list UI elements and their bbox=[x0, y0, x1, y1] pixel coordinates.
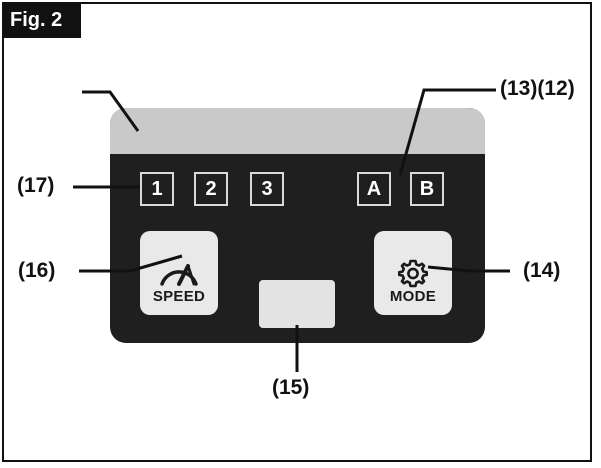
panel-display-strip bbox=[110, 108, 485, 154]
profile-b-indicator[interactable]: B bbox=[410, 172, 444, 206]
mode-2-indicator[interactable]: 2 bbox=[194, 172, 228, 206]
callout-15: (15) bbox=[272, 376, 310, 399]
figure-frame bbox=[2, 2, 592, 462]
callout-16: (16) bbox=[18, 259, 56, 282]
leader-line-16 bbox=[79, 254, 183, 273]
speedometer-icon bbox=[160, 264, 198, 286]
speed-button-label: SPEED bbox=[152, 288, 206, 305]
gear-icon bbox=[398, 259, 428, 288]
leader-line-14 bbox=[427, 265, 510, 273]
callout-14: (14) bbox=[523, 259, 561, 282]
profile-a-indicator[interactable]: A bbox=[357, 172, 391, 206]
figure-label: Fig. 2 bbox=[2, 2, 81, 38]
callout-17: (17) bbox=[17, 174, 55, 197]
speed-button[interactable]: SPEED bbox=[140, 231, 218, 315]
mode-button-label: MODE bbox=[389, 288, 437, 305]
callout-13-12: (13)(12) bbox=[500, 77, 575, 100]
leader-line-display bbox=[82, 90, 140, 132]
center-button[interactable] bbox=[259, 280, 335, 328]
mode-3-indicator[interactable]: 3 bbox=[250, 172, 284, 206]
mode-button[interactable]: MODE bbox=[374, 231, 452, 315]
mode-1-indicator[interactable]: 1 bbox=[140, 172, 174, 206]
leader-line-13-12 bbox=[398, 88, 496, 176]
